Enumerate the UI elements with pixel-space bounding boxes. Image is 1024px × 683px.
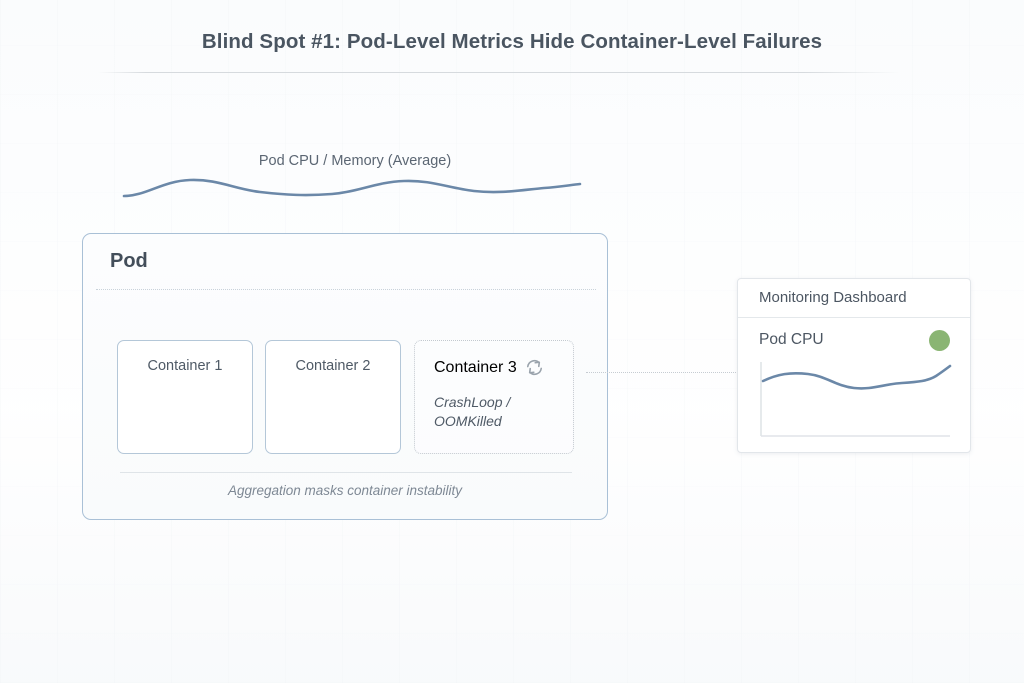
aggregation-divider bbox=[120, 472, 572, 473]
page-title: Blind Spot #1: Pod-Level Metrics Hide Co… bbox=[201, 30, 823, 53]
container-label-3: Container 3 bbox=[434, 358, 517, 376]
aggregation-note: Aggregation masks container instability bbox=[227, 483, 463, 498]
pod-metric-curve bbox=[122, 178, 582, 198]
pod-to-dashboard-connector bbox=[586, 372, 736, 373]
pod-header-divider bbox=[96, 289, 596, 290]
title-divider bbox=[98, 72, 900, 73]
pod-title: Pod bbox=[110, 250, 148, 272]
container-box-2[interactable]: Container 2 bbox=[265, 340, 401, 454]
container-box-1[interactable]: Container 1 bbox=[117, 340, 253, 454]
dashboard-mini-chart bbox=[760, 362, 952, 437]
dashboard-metric-label: Pod CPU bbox=[759, 331, 824, 348]
dashboard-header: Monitoring Dashboard bbox=[738, 279, 970, 318]
pod-metric-curve-label: Pod CPU / Memory (Average) bbox=[258, 153, 452, 169]
container-box-3[interactable]: Container 3 CrashLoop /OOMKilled bbox=[414, 340, 574, 454]
container-3-header: Container 3 bbox=[434, 358, 544, 377]
container-3-status: CrashLoop /OOMKilled bbox=[434, 394, 511, 430]
restart-loop-icon bbox=[526, 359, 542, 376]
container-label-2: Container 2 bbox=[295, 358, 371, 374]
container-label-1: Container 1 bbox=[147, 358, 223, 374]
dashboard-header-title: Monitoring Dashboard bbox=[759, 289, 907, 306]
monitoring-dashboard-panel[interactable]: Monitoring Dashboard Pod CPU bbox=[737, 278, 971, 453]
status-indicator-dot bbox=[929, 330, 950, 351]
